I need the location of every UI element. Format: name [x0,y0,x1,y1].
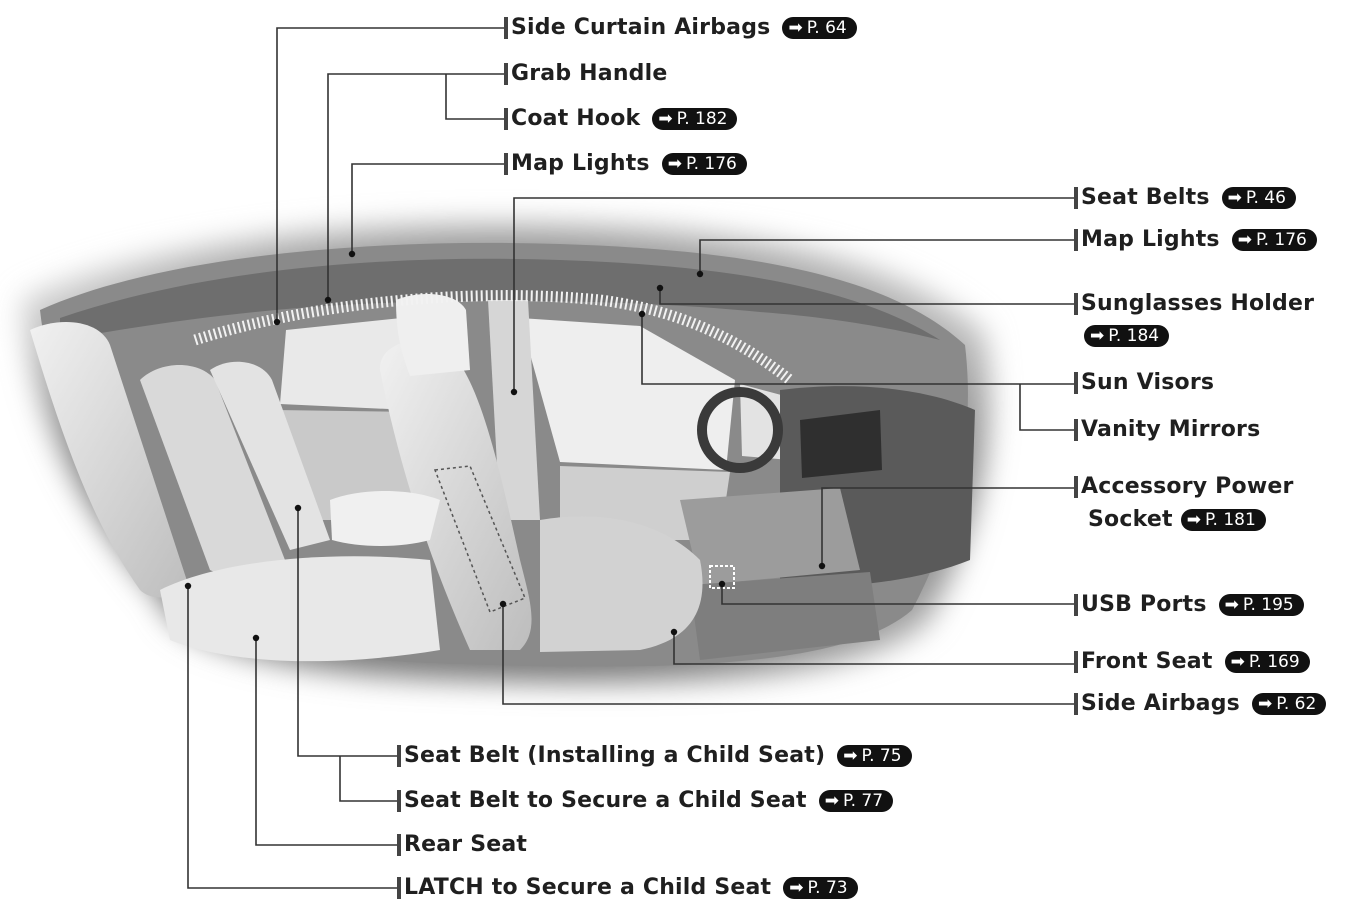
label-vanity-mirrors: Vanity Mirrors [1074,417,1260,443]
label-text: Front Seat [1081,649,1213,675]
label-accessory-power-socket-line2: Socket ➡P. 181 [1088,507,1266,533]
label-text: LATCH to Secure a Child Seat [404,875,771,901]
arrow-right-icon: ➡ [825,788,839,814]
label-accessory-power-socket: Accessory Power [1074,474,1294,500]
label-latch: LATCH to Secure a Child Seat ➡P. 73 [397,875,858,901]
arrow-right-icon: ➡ [788,15,802,41]
page-ref-link[interactable]: ➡P. 181 [1181,509,1266,531]
label-usb-ports: USB Ports ➡P. 195 [1074,592,1304,618]
label-text: Seat Belts [1081,185,1210,211]
page-ref-link[interactable]: ➡P. 77 [819,790,893,812]
label-side-curtain-airbags: Side Curtain Airbags ➡P. 64 [504,15,857,41]
label-map-lights-front: Map Lights ➡P. 176 [1074,227,1317,253]
label-side-airbags: Side Airbags ➡P. 62 [1074,691,1326,717]
page-ref-link[interactable]: ➡P. 64 [782,17,856,39]
label-coat-hook: Coat Hook ➡P. 182 [504,106,737,132]
arrow-right-icon: ➡ [843,743,857,769]
label-text: Side Airbags [1081,691,1240,717]
label-map-lights-rear: Map Lights ➡P. 176 [504,151,747,177]
page-ref-link[interactable]: ➡P. 46 [1222,187,1296,209]
page-ref-link[interactable]: ➡P. 195 [1219,594,1304,616]
label-seat-belt-secure-child-seat: Seat Belt to Secure a Child Seat ➡P. 77 [397,788,893,814]
label-text: Grab Handle [511,61,668,87]
label-sunglasses-holder-ref: ➡P. 184 [1076,325,1169,347]
arrow-right-icon: ➡ [1225,592,1239,618]
interior-photo [22,223,990,683]
label-text: Map Lights [511,151,650,177]
label-seat-belts: Seat Belts ➡P. 46 [1074,185,1296,211]
label-grab-handle: Grab Handle [504,61,668,87]
label-text: USB Ports [1081,592,1207,618]
page-ref-link[interactable]: ➡P. 182 [652,108,737,130]
arrow-right-icon: ➡ [1187,507,1201,533]
arrow-right-icon: ➡ [668,151,682,177]
label-front-seat: Front Seat ➡P. 169 [1074,649,1310,675]
arrow-right-icon: ➡ [1228,185,1242,211]
label-sun-visors: Sun Visors [1074,370,1214,396]
arrow-right-icon: ➡ [1090,323,1104,349]
page-ref-link[interactable]: ➡P. 176 [662,153,747,175]
label-text: Vanity Mirrors [1081,417,1260,443]
page-ref-link[interactable]: ➡P. 184 [1084,325,1169,347]
page-ref-link[interactable]: ➡P. 176 [1232,229,1317,251]
arrow-right-icon: ➡ [1231,649,1245,675]
label-sunglasses-holder: Sunglasses Holder [1074,291,1314,317]
label-rear-seat: Rear Seat [397,832,527,858]
label-seat-belt-installing-child-seat: Seat Belt (Installing a Child Seat) ➡P. … [397,743,912,769]
label-text: Rear Seat [404,832,527,858]
arrow-right-icon: ➡ [1238,227,1252,253]
label-text: Coat Hook [511,106,640,132]
label-text: Side Curtain Airbags [511,15,770,41]
page-ref-link[interactable]: ➡P. 62 [1252,693,1326,715]
page-ref-link[interactable]: ➡P. 73 [783,877,857,899]
page-ref-link[interactable]: ➡P. 75 [837,745,911,767]
arrow-right-icon: ➡ [789,875,803,901]
label-text: Map Lights [1081,227,1220,253]
label-text: Accessory Power [1081,474,1294,500]
arrow-right-icon: ➡ [658,106,672,132]
arrow-right-icon: ➡ [1258,691,1272,717]
page-ref-link[interactable]: ➡P. 169 [1225,651,1310,673]
label-text: Seat Belt to Secure a Child Seat [404,788,807,814]
label-text: Sun Visors [1081,370,1214,396]
label-text: Sunglasses Holder [1081,291,1314,317]
label-text: Socket [1088,507,1173,533]
label-text: Seat Belt (Installing a Child Seat) [404,743,825,769]
